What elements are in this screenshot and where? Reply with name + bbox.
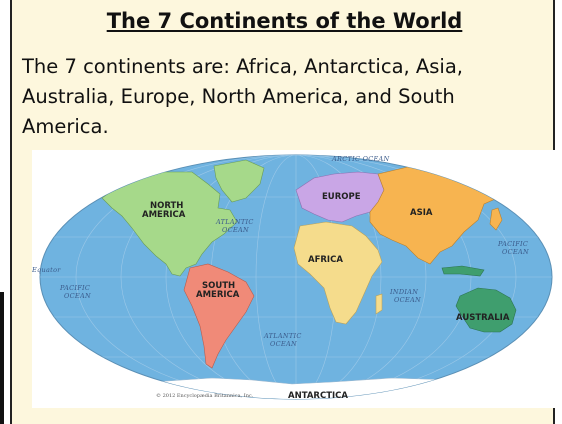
north-america-shape	[101, 171, 238, 277]
japan-shape	[489, 207, 503, 231]
pacific-ocean-east-label: PACIFIC OCEAN	[497, 240, 531, 256]
new-zealand-shape	[529, 325, 539, 347]
north-america-label: NORTH AMERICA	[142, 201, 186, 220]
atlantic-ocean-south-label: ATLANTIC OCEAN	[263, 332, 304, 348]
world-map-svg: ARCTIC OCEAN ATLANTIC OCEAN ATLANTIC OCE…	[31, 154, 553, 401]
equator-label: Equator	[32, 266, 61, 274]
world-map: ARCTIC OCEAN ATLANTIC OCEAN ATLANTIC OCE…	[31, 150, 560, 408]
arctic-ocean-label: ARCTIC OCEAN	[331, 155, 390, 163]
africa-shape	[293, 221, 383, 325]
asia-label: ASIA	[410, 208, 433, 218]
page-title: The 7 Continents of the World	[106, 9, 463, 33]
slide-card: The 7 Continents of the World The 7 cont…	[10, 0, 560, 424]
south-america-shape	[183, 263, 255, 369]
copyright-text: © 2012 Encyclopædia Britannica, Inc.	[156, 392, 254, 399]
intro-text: The 7 continents are: Africa, Antarctica…	[22, 55, 463, 138]
europe-label: EUROPE	[322, 192, 361, 202]
south-america-label: SOUTH AMERICA	[196, 281, 240, 300]
australia-label: AUSTRALIA	[456, 313, 510, 323]
atlantic-ocean-north-label: ATLANTIC OCEAN	[215, 218, 256, 234]
antarctica-label: ANTARCTICA	[288, 391, 348, 401]
africa-label: AFRICA	[308, 255, 343, 265]
greenland-shape	[213, 159, 265, 203]
indonesia-shape	[441, 265, 485, 277]
australia-shape	[455, 287, 517, 333]
pacific-ocean-west-label: PACIFIC OCEAN	[59, 284, 93, 300]
madagascar-shape	[375, 293, 383, 315]
left-edge-mark	[0, 292, 4, 424]
indian-ocean-label: INDIAN OCEAN	[389, 288, 421, 304]
